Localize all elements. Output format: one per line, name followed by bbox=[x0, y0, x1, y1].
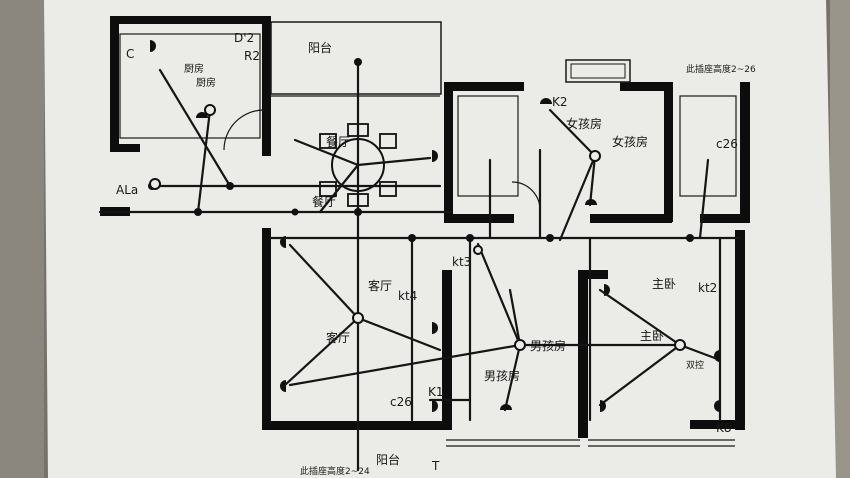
room-label-girl-room-b: 女孩房 bbox=[612, 134, 648, 149]
label-kt4: kt4 bbox=[398, 289, 417, 303]
room-label-master-b: 主卧 bbox=[640, 329, 664, 343]
left-wall-strip bbox=[0, 0, 44, 478]
label-c26-bottom: c26 bbox=[390, 395, 412, 409]
label-double-control: 双控 bbox=[686, 359, 704, 371]
label-k2: K2 bbox=[552, 95, 568, 109]
room-label-dining-b: 餐厅 bbox=[312, 194, 336, 209]
label-k8: K8 bbox=[716, 421, 732, 435]
room-label-balcony-top: 阳台 bbox=[308, 40, 332, 55]
right-wall-strip bbox=[830, 0, 850, 478]
room-label-dining-a: 餐厅 bbox=[326, 134, 350, 149]
note-top: 此插座高度2~26 bbox=[686, 63, 756, 75]
label-k1: K1 bbox=[428, 385, 444, 399]
room-label-living-a: 客厅 bbox=[368, 278, 392, 293]
room-label-living-b: 客厅 bbox=[326, 330, 350, 345]
room-label-boy-room-b: 男孩房 bbox=[484, 368, 520, 383]
room-label-kitchen-a: 厨房 bbox=[184, 62, 204, 75]
room-label-master-a: 主卧 bbox=[652, 277, 676, 291]
note-bottom: 此插座高度2~24 bbox=[300, 465, 370, 477]
room-label-balcony-bottom: 阳台 bbox=[376, 452, 400, 467]
wiring bbox=[98, 60, 742, 472]
label-d2: D'2 bbox=[234, 31, 254, 45]
label-ala: ALa bbox=[116, 183, 138, 197]
room-label-girl-room-a: 女孩房 bbox=[566, 116, 602, 131]
label-r2: R2 bbox=[244, 49, 260, 63]
walls bbox=[100, 16, 750, 438]
outlet-symbols bbox=[150, 40, 720, 412]
label-c: C bbox=[126, 47, 134, 61]
label-kt2: kt2 bbox=[698, 281, 717, 295]
room-label-kitchen-b: 厨房 bbox=[196, 76, 216, 89]
label-c26-top: c26 bbox=[716, 137, 738, 151]
label-kt3: kt3 bbox=[452, 255, 471, 269]
room-label-boy-room-a: 男孩房 bbox=[530, 338, 566, 353]
label-t: T bbox=[431, 459, 440, 473]
junction-nodes bbox=[148, 58, 694, 351]
